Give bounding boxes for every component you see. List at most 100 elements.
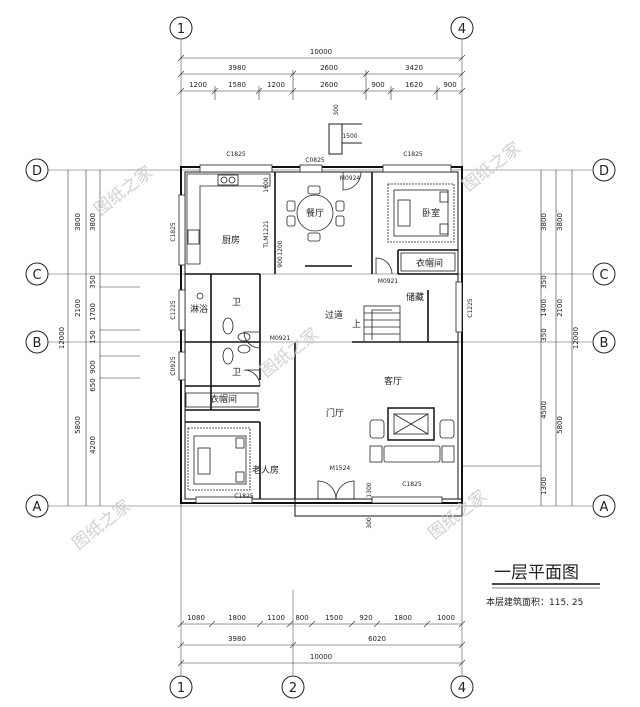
dim-top-row2: 3980 bbox=[228, 64, 246, 72]
dim-left-outer: 3800 bbox=[74, 213, 82, 231]
axis-bubble-top-4: 4 bbox=[450, 16, 474, 40]
code-c1825-top-right: C1825 bbox=[403, 151, 423, 158]
dim-right-outer-total: 12000 bbox=[572, 327, 580, 349]
dim-top-row3: 1200 bbox=[267, 81, 285, 89]
room-label-wc-upper: 卫 bbox=[232, 298, 241, 308]
dimension-chain-bottom bbox=[177, 620, 466, 667]
dim-right-outer: 2100 bbox=[556, 299, 564, 317]
watermark-text: 图纸之家 bbox=[459, 138, 525, 196]
room-label-wc-lower: 卫 bbox=[232, 368, 241, 378]
code-tlm1221: TLM1221 bbox=[263, 220, 270, 249]
rear-entry-porch bbox=[328, 123, 362, 155]
dim-left-inner: 3800 bbox=[89, 213, 97, 231]
exterior-walls-inner bbox=[184, 171, 463, 517]
dim-bottom-row1: 1100 bbox=[267, 614, 285, 622]
code-dim-300: 300 bbox=[366, 517, 373, 529]
dim-top-row3: 900 bbox=[371, 81, 384, 89]
room-label-living: 客厅 bbox=[384, 375, 402, 387]
watermark-text: 图纸之家 bbox=[257, 324, 323, 382]
room-label-foyer: 门厅 bbox=[326, 407, 344, 419]
dim-right-outer: 5800 bbox=[556, 416, 564, 434]
dimension-chain-right bbox=[462, 170, 573, 506]
axis-bubble-left-a: A bbox=[25, 494, 49, 518]
room-label-elder-room: 老人房 bbox=[252, 464, 279, 476]
code-c1825-kitchen: C1825 bbox=[170, 222, 177, 242]
axis-bubble-left-c: C bbox=[25, 262, 49, 286]
code-dim-900: 900 bbox=[277, 256, 284, 268]
axis-bubble-bottom-4: 4 bbox=[450, 675, 474, 699]
axis-bubble-left-b: B bbox=[25, 330, 49, 354]
room-label-stair-up: 上 bbox=[352, 319, 361, 330]
dim-left-outer: 5800 bbox=[74, 416, 82, 434]
dim-left-small: 650 bbox=[89, 378, 97, 391]
code-m0924: M0924 bbox=[340, 175, 361, 182]
closet-upper-rack bbox=[400, 252, 456, 272]
dim-left-small: 900 bbox=[89, 360, 97, 373]
code-c1225: C1225 bbox=[170, 300, 177, 320]
watermarks: 图纸之家 图纸之家 图纸之家 图纸之家 图纸之家 bbox=[69, 138, 525, 554]
code-dim-1300: 1300 bbox=[366, 482, 373, 497]
dim-stair-300: 300 bbox=[333, 104, 340, 116]
code-c0925: C0925 bbox=[170, 356, 177, 376]
code-dim-1200: 1200 bbox=[277, 240, 284, 255]
svg-text:A: A bbox=[600, 500, 609, 515]
bed-lower bbox=[187, 427, 251, 491]
dim-right-inner: 4500 bbox=[540, 401, 548, 419]
windows bbox=[178, 164, 463, 504]
axis-bubble-bottom-1: 1 bbox=[169, 675, 193, 699]
room-label-closet-lower: 衣帽间 bbox=[210, 393, 237, 405]
code-c0825-top: C0825 bbox=[305, 157, 325, 164]
dim-top-row2: 2600 bbox=[320, 64, 338, 72]
svg-text:B: B bbox=[33, 336, 42, 351]
dim-right-outer: 3800 bbox=[556, 213, 564, 231]
dim-right-inner: 1400 bbox=[540, 299, 548, 317]
room-label-closet-upper: 衣帽间 bbox=[416, 257, 443, 269]
floor-area-text: 本层建筑面积：115. 25 bbox=[486, 596, 583, 608]
room-label-dining: 餐厅 bbox=[306, 207, 324, 219]
dim-top-row3: 900 bbox=[443, 81, 456, 89]
dim-left-inner: 1700 bbox=[89, 303, 97, 321]
axis-bubble-right-c: C bbox=[592, 262, 616, 286]
dim-bottom-row1: 1800 bbox=[228, 614, 246, 622]
dining-table bbox=[286, 185, 345, 242]
kitchen-counter bbox=[186, 173, 271, 265]
living-sofa-set bbox=[369, 407, 455, 463]
dim-top-row2: 3420 bbox=[405, 64, 423, 72]
code-m0921-b: M0921 bbox=[270, 335, 291, 342]
dim-bottom-row1: 1080 bbox=[187, 614, 205, 622]
interior-walls bbox=[185, 172, 458, 499]
doors bbox=[243, 171, 393, 500]
code-dim-1600: 1600 bbox=[263, 177, 270, 192]
dim-left-outer: 2100 bbox=[74, 299, 82, 317]
dim-bottom-row2: 3980 bbox=[228, 635, 246, 643]
bathroom-fixtures bbox=[185, 292, 259, 408]
axis-bubble-right-a: A bbox=[592, 494, 616, 518]
dim-right-inner: 1300 bbox=[540, 477, 548, 495]
dim-stair-1500: 1500 bbox=[342, 133, 357, 140]
dimension-chain-left bbox=[67, 170, 140, 506]
axis-bubble-top-1: 1 bbox=[169, 16, 193, 40]
dim-left-small: 350 bbox=[89, 275, 97, 288]
dim-bottom-row2: 6020 bbox=[368, 635, 386, 643]
dim-left-outer-total: 12000 bbox=[58, 327, 66, 349]
axis-bubble-left-d: D bbox=[25, 158, 49, 182]
watermark-text: 图纸之家 bbox=[69, 496, 135, 554]
code-c1825-bottom-right: C1825 bbox=[402, 481, 422, 488]
code-c1825-bottom-left: C1825 bbox=[234, 493, 254, 500]
dim-right-inner: 3800 bbox=[540, 213, 548, 231]
dim-bottom-row1: 1000 bbox=[437, 614, 455, 622]
svg-text:2: 2 bbox=[289, 681, 297, 696]
watermark-text: 图纸之家 bbox=[91, 162, 157, 220]
code-m1524: M1524 bbox=[330, 465, 351, 472]
dim-bottom-row1: 1500 bbox=[325, 614, 343, 622]
room-label-bath: 淋浴 bbox=[190, 303, 208, 315]
dim-bottom-row1: 920 bbox=[359, 614, 372, 622]
dim-top-row3: 1580 bbox=[228, 81, 246, 89]
svg-text:C: C bbox=[32, 268, 41, 283]
dimension-chain-top bbox=[177, 54, 466, 100]
svg-text:D: D bbox=[32, 164, 42, 179]
bed-upper bbox=[387, 183, 455, 243]
code-m0921-c: M0921 bbox=[378, 278, 399, 285]
svg-text:D: D bbox=[599, 164, 609, 179]
